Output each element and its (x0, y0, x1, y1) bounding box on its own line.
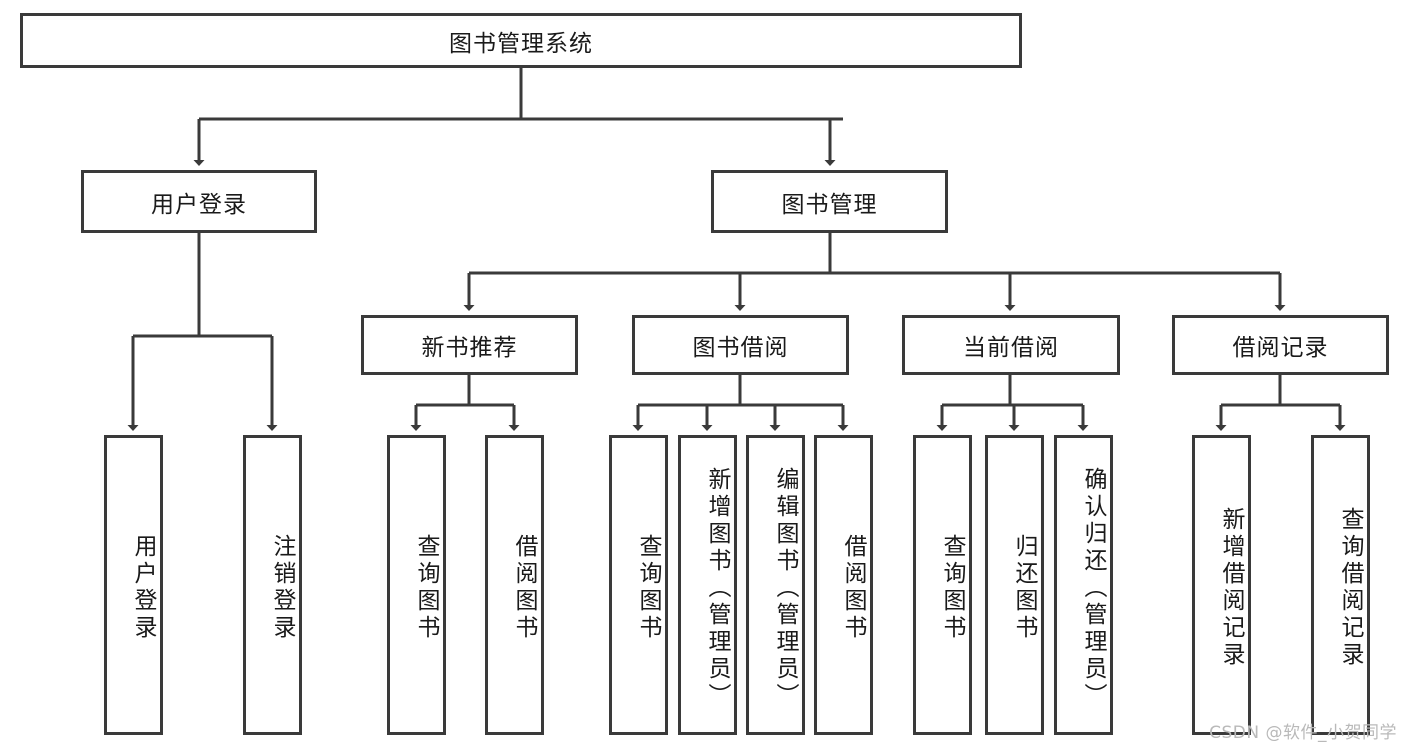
node-borrow-record[interactable]: 借阅记录 (1172, 315, 1389, 375)
node-leaf-query-borrow-record[interactable]: 查询借阅记录 (1311, 435, 1370, 735)
node-new-book-recommend[interactable]: 新书推荐 (361, 315, 578, 375)
node-leaf-add-borrow-record[interactable]: 新增借阅记录 (1192, 435, 1251, 735)
node-leaf-borrow-book-rec[interactable]: 借阅图书 (485, 435, 544, 735)
node-current-borrow[interactable]: 当前借阅 (902, 315, 1120, 375)
node-leaf-query-book-current[interactable]: 查询图书 (913, 435, 972, 735)
node-book-borrow[interactable]: 图书借阅 (632, 315, 849, 375)
node-user-login[interactable]: 用户登录 (81, 170, 317, 233)
node-leaf-edit-book-admin[interactable]: 编辑图书（管理员） (746, 435, 805, 735)
node-leaf-borrow-book-borrow[interactable]: 借阅图书 (814, 435, 873, 735)
node-leaf-add-book-admin[interactable]: 新增图书（管理员） (678, 435, 737, 735)
node-leaf-query-book-borrow[interactable]: 查询图书 (609, 435, 668, 735)
node-leaf-query-book-rec[interactable]: 查询图书 (387, 435, 446, 735)
node-book-manage[interactable]: 图书管理 (711, 170, 948, 233)
node-leaf-user-login[interactable]: 用户登录 (104, 435, 163, 735)
node-leaf-confirm-return-admin[interactable]: 确认归还（管理员） (1054, 435, 1113, 735)
node-root[interactable]: 图书管理系统 (20, 13, 1022, 68)
csdn-watermark: CSDN @软件_小贺同学 (1209, 723, 1397, 743)
node-leaf-user-logout[interactable]: 注销登录 (243, 435, 302, 735)
node-leaf-return-book[interactable]: 归还图书 (985, 435, 1044, 735)
